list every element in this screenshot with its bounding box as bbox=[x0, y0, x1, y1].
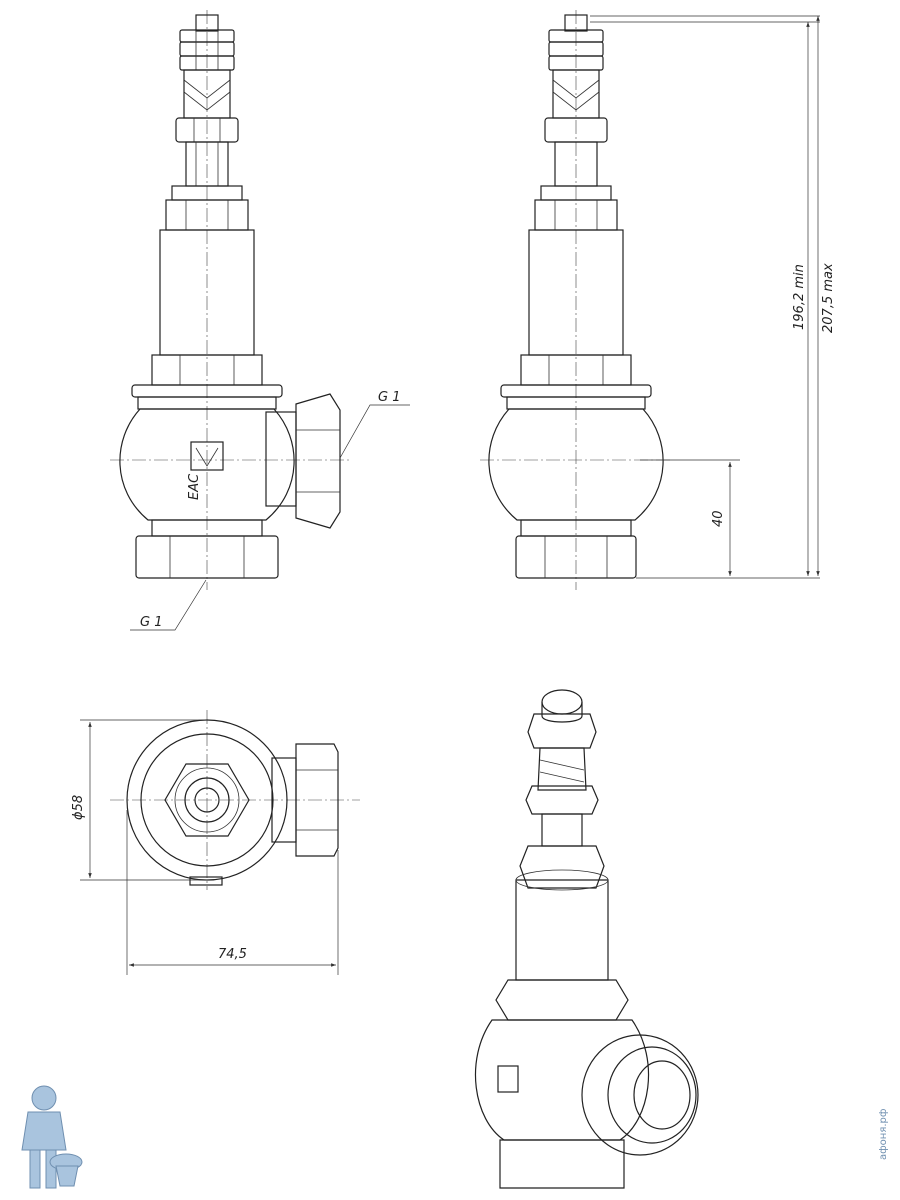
front-view bbox=[110, 10, 350, 590]
dim-40-label: 40 bbox=[711, 510, 726, 527]
g1-right-label: G 1 bbox=[378, 390, 400, 405]
dim-745-label: 74,5 bbox=[218, 947, 247, 962]
eac-mark: ЕАС bbox=[187, 473, 202, 500]
g1-bottom-label: G 1 bbox=[140, 615, 162, 630]
side-view bbox=[480, 10, 670, 590]
dim-196-label: 196,2 min bbox=[792, 264, 807, 330]
top-view-dimensions bbox=[80, 719, 339, 975]
watermark-site: афоня.рф bbox=[878, 1109, 889, 1160]
plumber-mascot-logo-icon bbox=[21, 1085, 83, 1189]
isometric-view bbox=[474, 689, 699, 1189]
top-view bbox=[110, 710, 360, 890]
height-dimensions bbox=[590, 15, 820, 579]
dim-dia58-label: ϕ58 bbox=[71, 795, 86, 820]
dim-207-label: 207,5 max bbox=[821, 263, 836, 333]
g1-leaders bbox=[130, 404, 410, 631]
manufacturer-logo-icon bbox=[190, 441, 224, 471]
